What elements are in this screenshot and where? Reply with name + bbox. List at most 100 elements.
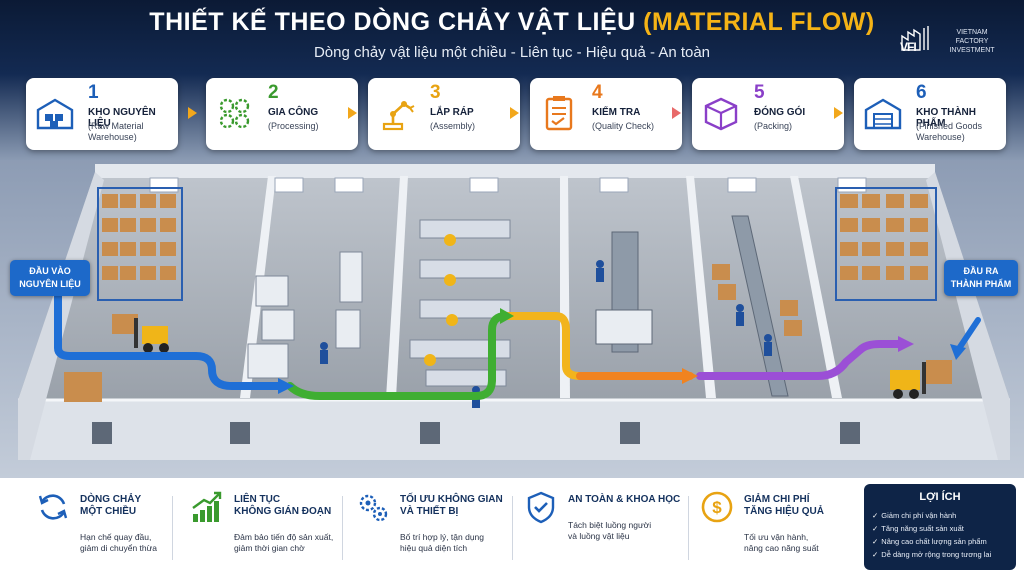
step-number: 2 (268, 82, 279, 103)
step-name: KHO NGUYÊN LIỆU (88, 107, 156, 129)
feature-strip: DÒNG CHẢY MỘT CHIỀU Hạn chế quay đầu, gi… (0, 478, 1024, 576)
feature-desc-line-1: Bố trí hợp lý, tận dụng (400, 532, 485, 542)
benefit-item: ✓Dễ dàng mở rộng trong tương lai (872, 548, 1012, 561)
feature-cost-reduction: $ GIẢM CHI PHÍ TĂNG HIỆU QUẢ Tối ưu vận … (700, 488, 850, 568)
feature-desc-line-2: giảm di chuyển thừa (80, 543, 158, 553)
divider (342, 496, 343, 560)
feature-desc-line-2: nâng cao năng suất (744, 543, 819, 553)
feature-title: GIẢM CHI PHÍ TĂNG HIỆU QUẢ (744, 494, 824, 518)
step-arrow (510, 107, 519, 119)
dollar-coin-icon: $ (701, 491, 733, 523)
page-title: THIẾT KẾ THEO DÒNG CHẢY VẬT LIỆU (MATERI… (0, 8, 1024, 37)
feature-desc-line-1: Tối ưu vận hành, (744, 532, 809, 542)
logo-line-1: VIETNAM (956, 29, 988, 36)
step-subtitle: (Assembly) (430, 121, 476, 131)
benefits-panel: LỢI ÍCH ✓Giảm chi phí vận hành ✓Tăng năn… (864, 484, 1016, 570)
clipboard-check-icon (545, 96, 573, 131)
step-arrow (348, 107, 357, 119)
step-card-2: 2 GIA CÔNG (Processing) (206, 78, 358, 150)
step-name: KHO THÀNH PHẨM (916, 107, 976, 129)
feature-title: TỐI ƯU KHÔNG GIAN VÀ THIẾT BỊ (400, 494, 503, 518)
title-accent: (MATERIAL FLOW) (643, 8, 875, 36)
benefit-text: Giảm chi phí vận hành (881, 511, 957, 520)
feature-desc-line-2: giảm thời gian chờ (234, 543, 305, 553)
step-card-5: 5 ĐÓNG GÓI (Packing) (692, 78, 844, 150)
step-arrow (672, 107, 681, 119)
feature-desc-line-2: hiệu quả diện tích (400, 543, 468, 553)
step-number: 1 (88, 82, 99, 103)
material-flow-path (54, 286, 981, 400)
feature-description: Tối ưu vận hành, nâng cao năng suất (744, 532, 819, 554)
feature-title-line-1: DÒNG CHẢY (80, 494, 142, 505)
gears-icon (219, 98, 250, 129)
logo-mark: VFI (900, 40, 917, 54)
feature-desc-line-1: Đảm bảo tiến độ sản xuất, (234, 532, 334, 542)
warehouse-icon (36, 98, 74, 130)
step-number: 3 (430, 82, 441, 103)
benefits-list: ✓Giảm chi phí vận hành ✓Tăng năng suất s… (872, 509, 1012, 561)
step-number: 4 (592, 82, 603, 103)
output-label: ĐẦU RA THÀNH PHẨM (944, 260, 1018, 296)
shield-check-icon (527, 491, 555, 524)
feature-safety: AN TOÀN & KHOA HỌC Tách biệt luồng người… (524, 488, 684, 568)
logo-line-2: FACTORY (955, 38, 989, 45)
check-icon: ✓ (872, 511, 879, 520)
divider (512, 496, 513, 560)
feature-one-way-flow: DÒNG CHẢY MỘT CHIỀU Hạn chế quay đầu, gi… (36, 488, 176, 568)
svg-text:$: $ (712, 498, 722, 517)
feature-title-line-1: LIÊN TỤC (234, 494, 281, 505)
warehouse-icon (864, 98, 902, 130)
feature-desc-line-1: Tách biệt luồng người (568, 520, 652, 530)
step-number: 6 (916, 82, 927, 103)
feature-title-line-1: AN TOÀN & KHOA HỌC (568, 494, 681, 505)
factory-logo-icon (901, 26, 929, 51)
feature-title: DÒNG CHẢY MỘT CHIỀU (80, 494, 141, 518)
step-subtitle: (Finished Goods Warehouse) (916, 121, 983, 142)
flow-arrow-heads (278, 308, 966, 394)
header: THIẾT KẾ THEO DÒNG CHẢY VẬT LIỆU (MATERI… (0, 0, 1024, 74)
step-subtitle: (Packing) (754, 121, 793, 131)
title-main: THIẾT KẾ THEO DÒNG CHẢY VẬT LIỆU (149, 8, 636, 36)
check-icon: ✓ (872, 550, 879, 559)
factory-floor-illustration: ĐẦU VÀO NGUYÊN LIỆU ĐẦU RA THÀNH PHẨM (0, 160, 1024, 478)
feature-continuous: LIÊN TỤC KHÔNG GIÁN ĐOẠN Đảm bảo tiến độ… (190, 488, 340, 568)
divider (172, 496, 173, 560)
benefit-text: Nâng cao chất lượng sản phẩm (881, 537, 987, 546)
check-icon: ✓ (872, 537, 879, 546)
feature-desc-line-2: và luồng vật liệu (568, 531, 630, 541)
growth-chart-icon (192, 491, 222, 522)
feature-desc-line-1: Hạn chế quay đầu, (80, 532, 152, 542)
divider (688, 496, 689, 560)
factory-floor-svg (0, 160, 1024, 478)
benefit-item: ✓Nâng cao chất lượng sản phẩm (872, 535, 1012, 548)
logo-line-3: INVESTMENT (949, 47, 995, 54)
step-name: ĐÓNG GÓI (754, 107, 806, 118)
step-name: KIỂM TRA (592, 107, 641, 118)
forklift-right (890, 362, 926, 399)
feature-description: Bố trí hợp lý, tận dụng hiệu quả diện tí… (400, 532, 484, 554)
step-name: GIA CÔNG (268, 107, 319, 118)
benefit-item: ✓Tăng năng suất sản xuất (872, 522, 1012, 535)
feature-title: LIÊN TỤC KHÔNG GIÁN ĐOẠN (234, 494, 331, 518)
process-steps: 1 KHO NGUYÊN LIỆU (Raw Material Warehous… (0, 74, 1024, 160)
feature-title-line-2: TĂNG HIỆU QUẢ (744, 506, 824, 517)
feature-title-line-1: GIẢM CHI PHÍ (744, 494, 810, 505)
step-subtitle: (Quality Check) (592, 121, 655, 131)
feature-title: AN TOÀN & KHOA HỌC (568, 494, 680, 506)
step-card-1: 1 KHO NGUYÊN LIỆU (Raw Material Warehous… (26, 78, 178, 150)
logo-text: VIETNAM FACTORY INVESTMENT (942, 28, 1002, 55)
feature-title-line-2: VÀ THIẾT BỊ (400, 506, 459, 517)
company-logo: VFI VIETNAM FACTORY INVESTMENT (898, 24, 998, 60)
benefit-text: Dễ dàng mở rộng trong tương lai (881, 550, 992, 559)
step-card-6: 6 KHO THÀNH PHẨM (Finished Goods Warehou… (854, 78, 1006, 150)
benefit-text: Tăng năng suất sản xuất (881, 524, 964, 533)
step-name: LẮP RÁP (430, 107, 474, 118)
feature-description: Đảm bảo tiến độ sản xuất, giảm thời gian… (234, 532, 333, 554)
robot-arm-icon (382, 101, 415, 131)
benefits-title: LỢI ÍCH (919, 491, 961, 503)
input-label: ĐẦU VÀO NGUYÊN LIỆU (10, 260, 90, 296)
step-card-4: 4 KIỂM TRA (Quality Check) (530, 78, 682, 150)
step-arrow (188, 107, 197, 119)
cycle-arrows-icon (38, 494, 68, 520)
box-icon (704, 97, 738, 131)
